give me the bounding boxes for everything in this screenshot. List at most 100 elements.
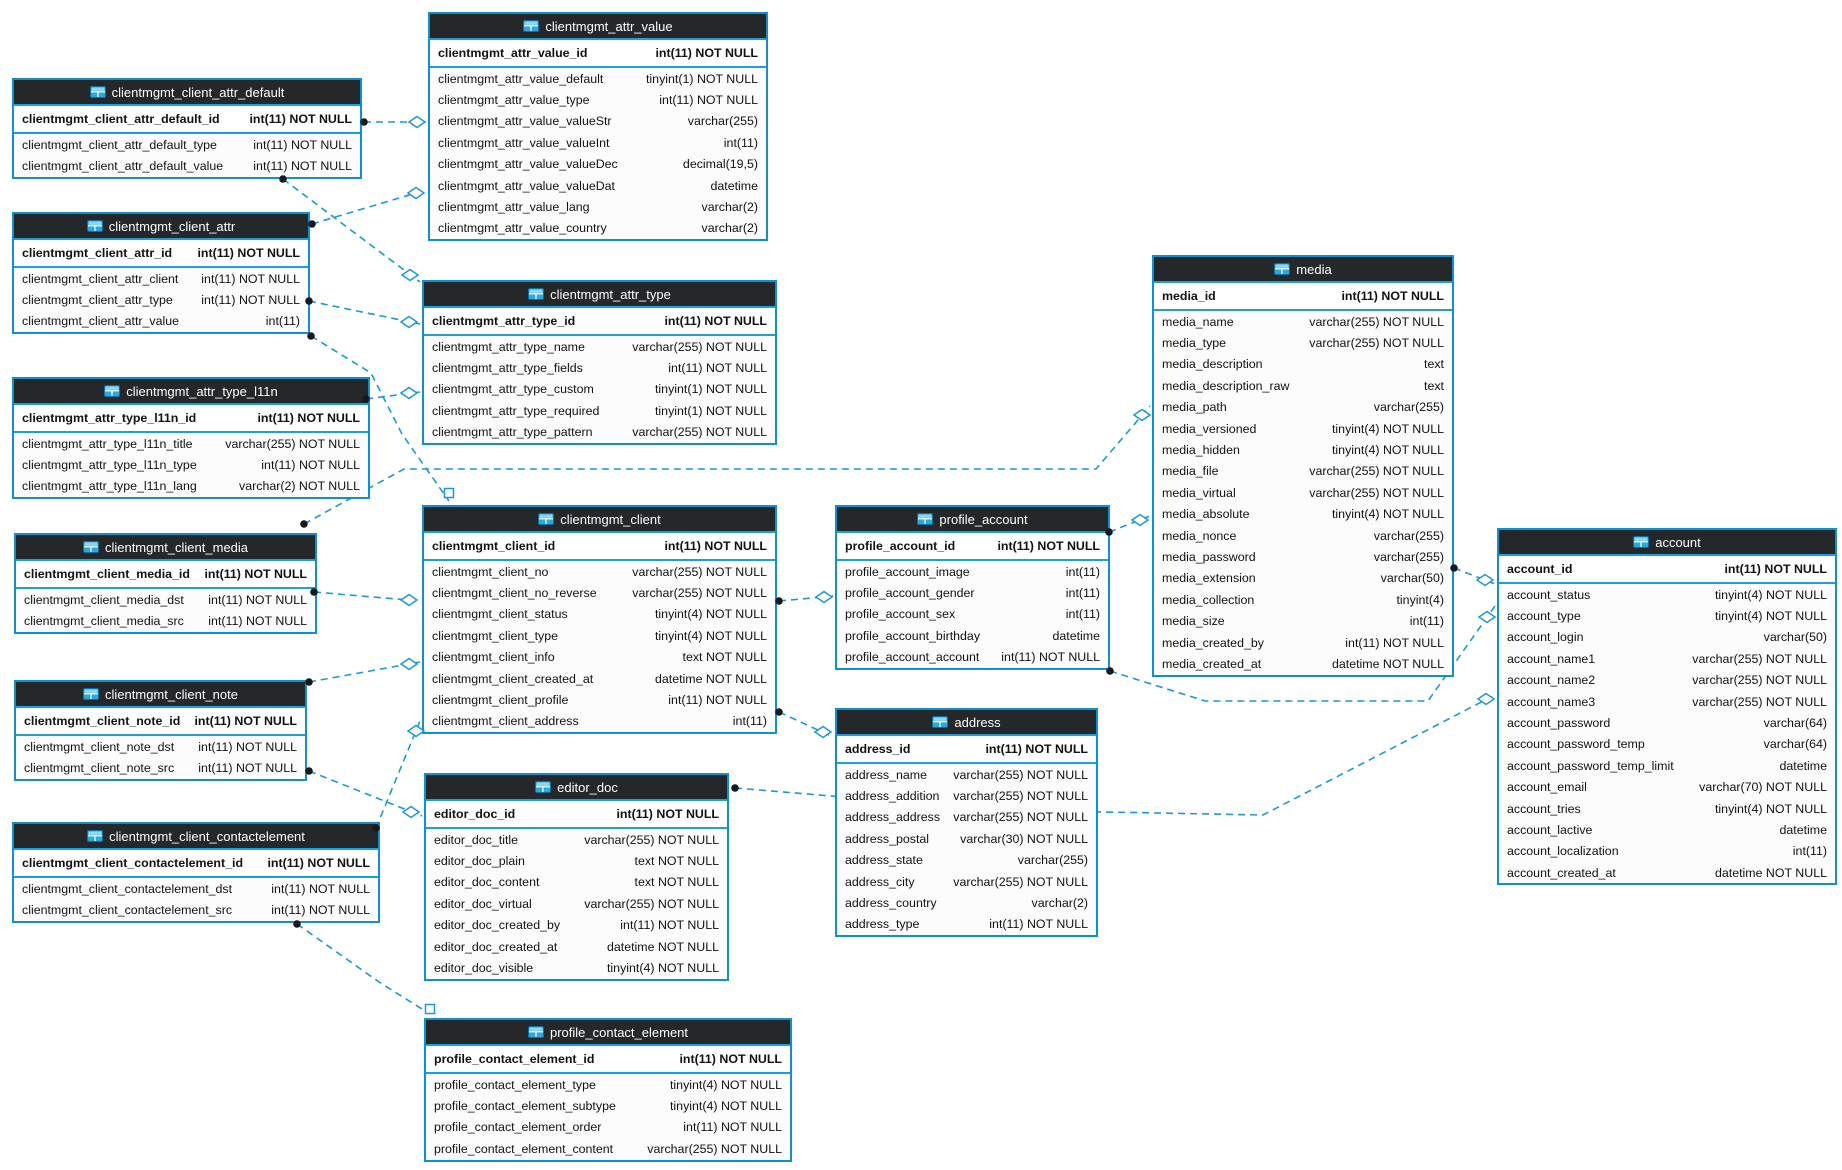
- table-header[interactable]: media: [1154, 257, 1452, 283]
- table-header[interactable]: profile_contact_element: [426, 1020, 790, 1046]
- table-clientmgmt_client_note[interactable]: clientmgmt_client_note clientmgmt_client_…: [14, 680, 307, 781]
- table-header[interactable]: clientmgmt_attr_value: [430, 14, 766, 40]
- relationship-line[interactable]: [308, 300, 421, 325]
- relationship-line[interactable]: [282, 178, 421, 283]
- relationship-line[interactable]: [778, 711, 834, 738]
- table-header[interactable]: clientmgmt_client: [424, 507, 775, 533]
- relationship-line[interactable]: [365, 391, 421, 400]
- relationship-line[interactable]: [303, 405, 1151, 525]
- relationship-line[interactable]: [296, 923, 431, 1015]
- table-header[interactable]: editor_doc: [426, 775, 727, 801]
- table-header[interactable]: clientmgmt_client_attr_default: [14, 80, 360, 106]
- table-header[interactable]: clientmgmt_client_contactelement: [14, 824, 378, 850]
- table-header[interactable]: clientmgmt_client_attr: [14, 214, 308, 240]
- relationship-line[interactable]: [308, 770, 423, 817]
- table-header[interactable]: clientmgmt_client_note: [16, 682, 305, 708]
- relationship-line[interactable]: [1453, 567, 1496, 585]
- table-header[interactable]: account: [1499, 530, 1835, 556]
